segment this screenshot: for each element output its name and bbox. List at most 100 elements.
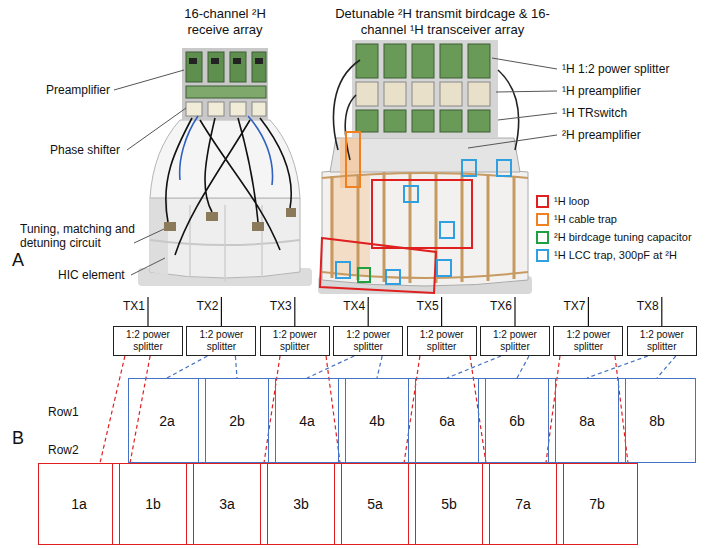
channel-label: TX5 — [407, 299, 439, 313]
feed-connector — [404, 356, 420, 463]
feed-connector — [587, 356, 648, 378]
receive-array-photo-part — [186, 86, 266, 98]
tx-feed-lines — [148, 297, 662, 326]
node-text: 3a — [219, 496, 235, 512]
receive-array-photo-part — [180, 116, 273, 185]
transmit-array-photo-part — [462, 160, 476, 176]
feed-connector — [264, 356, 280, 463]
panel-title: Detunable ²H transmit birdcage & 16-chan… — [330, 6, 555, 37]
node-text: 1:2 power splitter — [116, 329, 180, 353]
part-label: ¹H 1:2 power splitter — [562, 62, 702, 76]
transmit-array-photo-part — [358, 268, 370, 282]
tx-feed-lines-part — [441, 297, 442, 326]
receive-array-photo-part — [230, 102, 246, 116]
loop-element: 3a — [186, 463, 268, 545]
channel-label: TX1 — [113, 299, 145, 313]
receive-array-photo-part — [166, 118, 291, 255]
transmit-array-photo-part — [468, 44, 490, 78]
transmit-array-photo-part — [497, 160, 511, 176]
channel-label: TX4 — [333, 299, 365, 313]
transmit-array-photo-part — [437, 260, 451, 276]
leader-lines-part — [468, 135, 557, 148]
tx-feed-lines-part — [294, 297, 295, 326]
power-splitter-box: 1:2 power splitter — [333, 326, 403, 356]
transmit-array-photo-part — [404, 186, 418, 202]
transmit-array-photo-part — [322, 173, 528, 278]
power-splitter-box: 1:2 power splitter — [480, 326, 550, 356]
feed-connector — [615, 356, 628, 463]
legend-row: ¹H cable trap — [536, 213, 617, 226]
receive-array-photo-part — [255, 58, 263, 64]
part-label: ¹H preamplifier — [562, 84, 702, 98]
panel-letter: A — [12, 250, 34, 272]
transmit-array-photo-part — [440, 222, 454, 238]
node-text: 1b — [145, 496, 161, 512]
legend-text: ²H birdcage tuning capacitor — [554, 231, 692, 244]
transmit-array-photo-part — [412, 82, 434, 106]
receive-array-photo-part — [208, 102, 224, 116]
node-text: 1:2 power splitter — [556, 329, 620, 353]
node-text: 1:2 power splitter — [336, 329, 400, 353]
power-splitter-box: 1:2 power splitter — [113, 326, 183, 356]
node-text: 5b — [441, 496, 457, 512]
transmit-array-photo-part — [386, 270, 400, 284]
leader-lines-part — [114, 70, 184, 90]
transmit-array-photo-part — [384, 82, 406, 106]
feed-connector — [657, 356, 676, 378]
transmit-array-photo-part — [352, 40, 498, 138]
receive-array-photo-part — [150, 198, 168, 275]
part-label: ²H preamplifier — [562, 128, 702, 142]
node-text: 1:2 power splitter — [189, 329, 253, 353]
panel-title: 16-channel ²H receive array — [175, 6, 275, 37]
leader-lines-part — [496, 91, 557, 92]
receive-array-photo-part — [230, 52, 246, 82]
node-text: 4b — [369, 413, 385, 429]
transmit-array-photo-part — [320, 238, 436, 293]
part-label: Tuning, matching and detuning circuit — [20, 222, 145, 251]
channel-label: TX7 — [553, 299, 585, 313]
loop-element: 4b — [338, 378, 416, 463]
loop-element: 6b — [478, 378, 556, 463]
receive-array-photo-part — [252, 102, 266, 116]
power-splitter-box: 1:2 power splitter — [627, 326, 697, 356]
leader-lines-part — [492, 58, 557, 69]
tx-feed-lines-part — [514, 297, 515, 326]
node-text: 7b — [589, 496, 605, 512]
receive-array-photo-part — [286, 208, 296, 217]
part-label: Preamplifier — [46, 83, 121, 97]
receive-array-photo-part — [211, 58, 219, 64]
transmit-array-photo-part — [440, 44, 462, 78]
power-splitter-box: 1:2 power splitter — [260, 326, 330, 356]
feed-connector — [377, 356, 382, 378]
node-text: 6a — [439, 413, 455, 429]
node-text: 7a — [515, 496, 531, 512]
node-text: 5a — [367, 496, 383, 512]
feed-connector — [130, 356, 150, 463]
node-text: 1:2 power splitter — [263, 329, 327, 353]
node-text: 3b — [293, 496, 309, 512]
loop-element: 5a — [334, 463, 416, 545]
node-text: 8a — [579, 413, 595, 429]
loop-element: 7b — [556, 463, 638, 545]
transmit-array-photo-part — [336, 262, 350, 278]
transmit-array-photo-part — [384, 44, 406, 78]
tx-feed-lines-part — [368, 297, 369, 326]
leader-lines — [114, 58, 557, 275]
row-label: Row1 — [48, 405, 93, 419]
leader-lines-part — [127, 108, 186, 150]
legend-swatch — [536, 249, 549, 262]
receive-array-photo-part — [182, 48, 268, 120]
leader-lines-part — [134, 229, 164, 243]
receive-array-photo — [138, 48, 312, 286]
node-text: 4a — [299, 413, 315, 429]
panel-letter: B — [12, 428, 34, 450]
legend-text: ¹H loop — [554, 195, 589, 208]
node-text: 1:2 power splitter — [483, 329, 547, 353]
channel-label: TX8 — [627, 299, 659, 313]
part-label: ¹H TRswitch — [562, 106, 702, 120]
loop-element: 1a — [38, 463, 120, 545]
transmit-array-photo-part — [440, 82, 462, 106]
transmit-array-photo-part — [412, 44, 434, 78]
receive-array-photo-part — [206, 212, 218, 221]
